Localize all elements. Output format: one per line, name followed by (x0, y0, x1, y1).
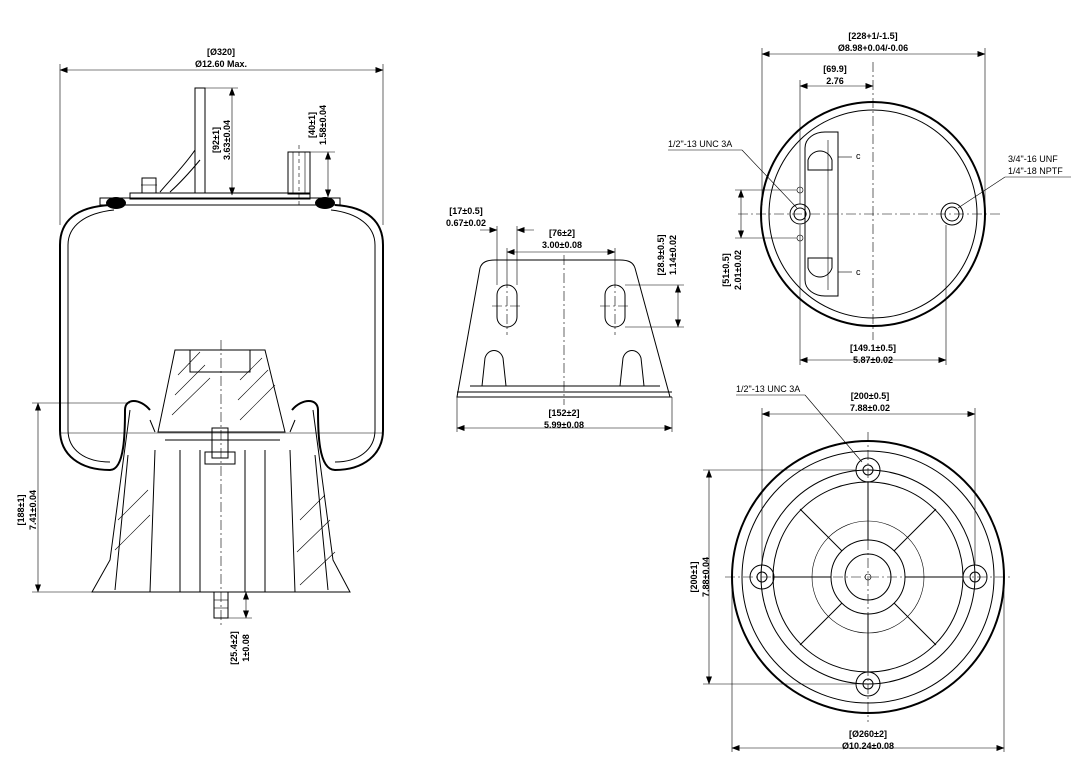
stud-thread-bottom-label: 1/2"-13 UNC 3A (736, 384, 800, 394)
slot-height-in-label: 1.14±0.02 (668, 235, 678, 275)
stud-thread-top-label: 1/2"-13 UNC 3A (668, 139, 732, 149)
port-thread-1-label: 3/4"-16 UNF (1008, 154, 1058, 164)
port-thread-callout: 3/4"-16 UNF 1/4"-18 NPTF (957, 154, 1071, 209)
bracket-slot-right (600, 278, 630, 335)
diameter-mm-label: [Ø320] (207, 47, 235, 57)
bolt-height-dimension: [200±1] 7.88±0.04 (689, 469, 856, 685)
bottom-ribs (773, 482, 963, 672)
bracket-height-dimension: [92±1] 3.63±0.04 (205, 87, 238, 196)
mounting-bracket (141, 87, 206, 194)
plate-diameter-dimension: [228+1/-1.5] Ø8.98+0.04/-0.06 (761, 31, 986, 205)
base-diameter-dimension: [Ø260±2] Ø10.24±0.08 (731, 590, 1005, 752)
bracket-height-mm-label: [92±1] (211, 127, 221, 153)
air-bellow (59, 204, 384, 472)
bottom-stud: [25.4±2] 1±0.08 (213, 591, 252, 665)
top-plate (99, 192, 341, 209)
section-mark-bottom: c (856, 267, 861, 277)
base-width-mm-label: [152±2] (549, 408, 580, 418)
slot-width-in-label: 0.67±0.02 (446, 218, 486, 228)
bottom-view: 1/2"-13 UNC 3A [200±0.5] 7.88±0.02 [200±… (689, 384, 1012, 752)
bracket-view: [17±0.5] 0.67±0.02 [76±2] 3.00±0.08 [28.… (446, 206, 684, 432)
bolt-height-mm-label: [200±1] (689, 562, 699, 593)
stud-length-in-label: 1±0.08 (241, 634, 251, 661)
bracket-height-in-label: 3.63±0.04 (222, 120, 232, 160)
slot-height-dimension: [28.9±0.5] 1.14±0.02 (625, 235, 684, 328)
hole-spacing-in-label: 2.01±0.02 (733, 250, 743, 290)
bolt-circle-in-label: 7.88±0.02 (850, 403, 890, 413)
hole-spacing-dimension: [51±0.5] 2.01±0.02 (721, 189, 797, 290)
bracket-span-in-label: 5.87±0.02 (853, 355, 893, 365)
base-width-dimension: [152±2] 5.99±0.08 (456, 397, 673, 432)
diameter-in-label: Ø12.60 Max. (195, 59, 247, 69)
slot-spacing-in-label: 3.00±0.08 (542, 240, 582, 250)
bracket-span-mm-label: [149.1±0.5] (850, 343, 896, 353)
plate-diameter-mm-label: [228+1/-1.5] (848, 31, 897, 41)
stud-thread-callout-top: 1/2"-13 UNC 3A (668, 139, 798, 209)
offset-mm-label: [69.9] (823, 64, 847, 74)
stud-thread-callout-bottom: 1/2"-13 UNC 3A (736, 384, 863, 463)
side-view: [Ø320] Ø12.60 Max. (16, 47, 384, 665)
top-bracket-plate: c c (789, 131, 861, 297)
port-thread-2-label: 1/4"-18 NPTF (1008, 166, 1063, 176)
bracket-slot-left (492, 278, 522, 335)
base-width-in-label: 5.99±0.08 (544, 420, 584, 430)
fitting-height-in-label: 1.58±0.04 (318, 105, 328, 145)
slot-spacing-dimension: [76±2] 3.00±0.08 (506, 228, 616, 278)
base-diameter-in-label: Ø10.24±0.08 (842, 741, 894, 751)
piston-hatching (114, 351, 336, 586)
offset-dimension: [69.9] 2.76 (799, 64, 874, 204)
piston-height-in-label: 7.41±0.04 (28, 490, 38, 530)
diameter-dimension: [Ø320] Ø12.60 Max. (59, 47, 384, 225)
top-view: c c [228+1/-1.5] Ø8.98+0.04/-0.06 [69.9]… (668, 31, 1071, 365)
bolt-circle-dimension: [200±0.5] 7.88±0.02 (761, 391, 976, 565)
hole-spacing-mm-label: [51±0.5] (721, 253, 731, 286)
bolt-circle-mm-label: [200±0.5] (851, 391, 889, 401)
slot-spacing-mm-label: [76±2] (549, 228, 575, 238)
piston (91, 340, 351, 625)
piston-height-mm-label: [188±1] (16, 495, 26, 526)
bolt-height-in-label: 7.88±0.04 (701, 557, 711, 597)
section-mark-top: c (856, 151, 861, 161)
slot-width-mm-label: [17±0.5] (449, 206, 482, 216)
fitting-height-mm-label: [40±1] (307, 112, 317, 138)
slot-width-dimension: [17±0.5] 0.67±0.02 (446, 206, 534, 285)
air-port (940, 202, 964, 226)
stud-length-mm-label: [25.4±2] (229, 631, 239, 664)
base-diameter-mm-label: [Ø260±2] (849, 729, 887, 739)
slot-height-mm-label: [28.9±0.5] (656, 235, 666, 276)
air-fitting: [40±1] 1.58±0.04 (287, 105, 335, 205)
piston-height-dimension: [188±1] 7.41±0.04 (16, 402, 130, 593)
bracket-span-dimension: [149.1±0.5] 5.87±0.02 (799, 225, 947, 365)
offset-in-label: 2.76 (826, 76, 844, 86)
plate-diameter-in-label: Ø8.98+0.04/-0.06 (838, 43, 908, 53)
